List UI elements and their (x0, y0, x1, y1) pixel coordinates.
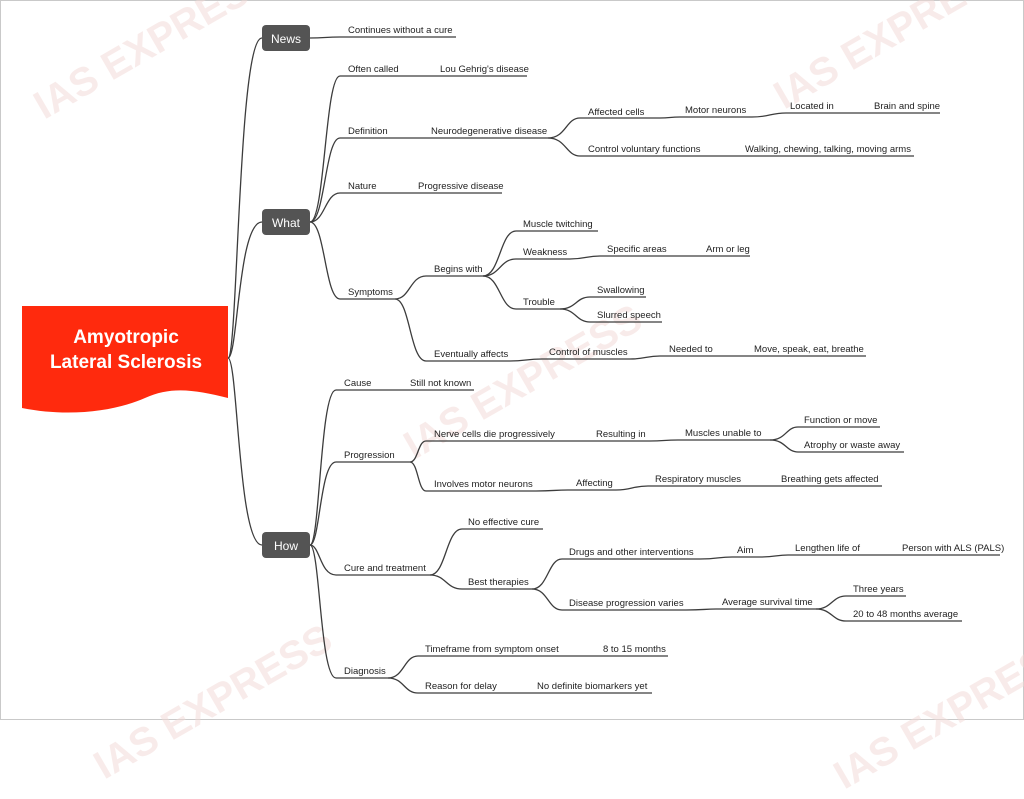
node-control-voluntary: Control voluntary functions (588, 144, 701, 155)
node-diagnosis: Diagnosis (344, 666, 386, 677)
node-neurodegenerative: Neurodegenerative disease (431, 126, 547, 137)
branch-label: News (271, 32, 301, 46)
node-progression: Progression (344, 450, 395, 461)
branch-how[interactable]: How (262, 532, 310, 558)
node-affected-cells: Affected cells (588, 107, 645, 118)
root-node (22, 306, 228, 413)
node-no-biomarkers: No definite biomarkers yet (537, 681, 648, 692)
branch-label: How (274, 539, 298, 553)
root-title-line2: Lateral Sclerosis (50, 352, 202, 373)
node-needed-to: Needed to (669, 344, 713, 355)
node-continues-without-cure: Continues without a cure (348, 25, 453, 36)
branch-what[interactable]: What (262, 209, 310, 235)
node-muscle-twitching: Muscle twitching (523, 219, 593, 230)
node-lengthen-life: Lengthen life of (795, 543, 860, 554)
node-breathing: Breathing gets affected (781, 474, 879, 485)
node-resulting-in: Resulting in (596, 429, 646, 440)
node-disease-progression: Disease progression varies (569, 598, 684, 609)
node-brain-spine: Brain and spine (874, 101, 940, 112)
mind-map: Amyotropic Lateral Sclerosis News What H… (22, 25, 1004, 694)
node-eventually-affects: Eventually affects (434, 349, 509, 360)
node-still-not-known: Still not known (410, 378, 471, 389)
node-function-move: Function or move (804, 415, 877, 426)
node-cure-treatment: Cure and treatment (344, 563, 426, 574)
node-muscles-unable: Muscles unable to (685, 428, 762, 439)
node-trouble: Trouble (523, 297, 555, 308)
node-three-years: Three years (853, 584, 904, 595)
node-atrophy: Atrophy or waste away (804, 440, 900, 451)
node-respiratory: Respiratory muscles (655, 474, 741, 485)
node-reason-delay: Reason for delay (425, 681, 497, 692)
node-nerve-cells: Nerve cells die progressively (434, 429, 555, 440)
node-affecting: Affecting (576, 478, 613, 489)
node-walking: Walking, chewing, talking, moving arms (745, 144, 911, 155)
node-lou-gehrig: Lou Gehrig's disease (440, 64, 529, 75)
node-arm-leg: Arm or leg (706, 244, 750, 255)
node-involves-motor: Involves motor neurons (434, 479, 533, 490)
node-20-48-months: 20 to 48 months average (853, 609, 958, 620)
node-symptoms: Symptoms (348, 287, 393, 298)
node-located-in: Located in (790, 101, 834, 112)
node-best-therapies: Best therapies (468, 577, 529, 588)
node-progressive: Progressive disease (418, 181, 504, 192)
root-title-line1: Amyotropic (73, 327, 179, 348)
node-definition: Definition (348, 126, 388, 137)
node-swallowing: Swallowing (597, 285, 645, 296)
node-cause: Cause (344, 378, 371, 389)
node-begins-with: Begins with (434, 264, 483, 275)
node-move-speak: Move, speak, eat, breathe (754, 344, 864, 355)
node-control-muscles: Control of muscles (549, 347, 628, 358)
branch-news[interactable]: News (262, 25, 310, 51)
node-drugs: Drugs and other interventions (569, 547, 694, 558)
branch-label: What (272, 216, 301, 230)
node-pals: Person with ALS (PALS) (902, 543, 1004, 554)
node-no-effective-cure: No effective cure (468, 517, 539, 528)
node-often-called: Often called (348, 64, 399, 75)
node-nature: Nature (348, 181, 377, 192)
node-slurred-speech: Slurred speech (597, 310, 661, 321)
node-timeframe: Timeframe from symptom onset (425, 644, 559, 655)
node-average-survival: Average survival time (722, 597, 813, 608)
node-weakness: Weakness (523, 247, 567, 258)
node-aim: Aim (737, 545, 753, 556)
node-8-15-months: 8 to 15 months (603, 644, 666, 655)
node-specific-areas: Specific areas (607, 244, 667, 255)
node-motor-neurons: Motor neurons (685, 105, 747, 116)
